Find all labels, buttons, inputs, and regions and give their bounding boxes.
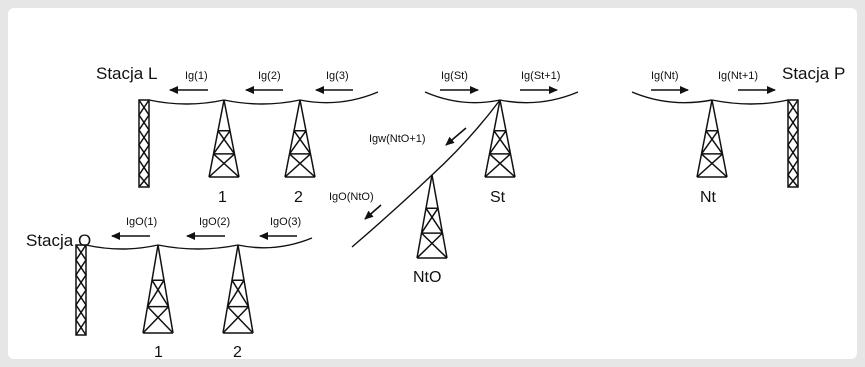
tower-label-st: St <box>490 189 506 206</box>
tower-label-o-1: 1 <box>154 344 163 361</box>
tower-st <box>484 99 516 178</box>
station-p-label: Stacja P <box>782 64 845 83</box>
station-p-gantry <box>787 99 799 188</box>
station-l-label: Stacja L <box>96 64 157 83</box>
tower-label-nt: Nt <box>700 189 717 206</box>
station-l-gantry <box>138 99 150 188</box>
arrow-igo-nto <box>364 204 382 220</box>
station-o-gantry <box>75 244 87 336</box>
current-label-igo-1: IgO(1) <box>126 216 157 228</box>
current-label-ig-nt1: Ig(Nt+1) <box>718 70 758 82</box>
main-line-wires <box>148 91 789 248</box>
tower-nt <box>696 99 728 178</box>
current-label-igo-3: IgO(3) <box>270 216 301 228</box>
current-label-ig-1: Ig(1) <box>185 70 208 82</box>
current-label-igo-2: IgO(2) <box>199 216 230 228</box>
current-label-ig-nt: Ig(Nt) <box>651 70 679 82</box>
tower-label-o-2: 2 <box>233 344 242 361</box>
current-label-ig-2: Ig(2) <box>258 70 281 82</box>
tower-1 <box>208 99 240 178</box>
tower-label-1: 1 <box>218 189 227 206</box>
tower-nto <box>416 174 448 259</box>
tower-label-2: 2 <box>294 189 303 206</box>
current-arrows <box>111 86 776 240</box>
tower-o-1 <box>142 244 174 334</box>
current-label-igo-nto: IgO(NtO) <box>329 191 374 203</box>
line-o-wires <box>85 237 313 250</box>
station-o-label: Stacja O <box>26 231 91 250</box>
tower-2 <box>284 99 316 178</box>
current-label-ig-st: Ig(St) <box>441 70 468 82</box>
tower-o-2 <box>222 244 254 334</box>
tower-label-nto: NtO <box>413 269 441 286</box>
current-label-ig-3: Ig(3) <box>326 70 349 82</box>
current-label-ig-st1: Ig(St+1) <box>521 70 560 82</box>
arrow-igw <box>445 127 467 146</box>
current-label-igw: Igw(NtO+1) <box>369 133 426 145</box>
